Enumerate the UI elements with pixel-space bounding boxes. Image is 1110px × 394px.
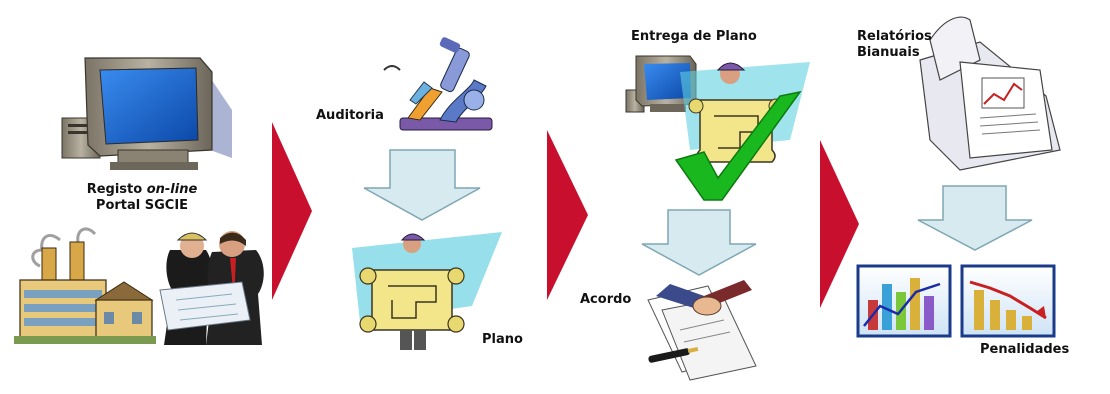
penalidades-label: Penalidades <box>980 342 1070 357</box>
relatorios-line1: Relatórios <box>857 29 932 44</box>
plano-label: Plano <box>482 332 523 347</box>
down-arrow-2 <box>641 209 757 276</box>
relatorios-line2: Bianuais <box>857 45 920 60</box>
acordo-label: Acordo <box>580 292 632 307</box>
chart-icon-1 <box>856 264 952 338</box>
stage-arrow-3 <box>820 140 859 308</box>
handshake-icon <box>647 280 757 381</box>
stage-arrow-1 <box>272 122 312 300</box>
registo-line1-prefix: Registo <box>86 182 147 197</box>
blueprint-icon <box>352 232 502 350</box>
microscope-icon <box>383 37 493 131</box>
entrega-plano-label: Entrega de Plano <box>631 29 757 44</box>
engineers-icon <box>159 231 264 345</box>
down-arrow-3 <box>917 185 1033 251</box>
registo-line1-italic: on-line <box>146 182 198 197</box>
chart-icon-2 <box>960 264 1056 338</box>
factory-icon <box>14 227 156 344</box>
down-arrow-1 <box>363 149 481 221</box>
checkmark-icon <box>674 90 802 201</box>
relatorios-label: Relatórios Bianuais <box>857 29 932 61</box>
computer-icon <box>61 57 232 170</box>
stage-arrow-2 <box>547 130 588 300</box>
reports-icon <box>919 16 1061 171</box>
registo-line2: Portal SGCIE <box>95 198 189 213</box>
small-computer-icon <box>625 55 697 113</box>
registo-label: Registo on-line Portal SGCIE <box>72 182 212 214</box>
auditoria-label: Auditoria <box>316 108 384 123</box>
